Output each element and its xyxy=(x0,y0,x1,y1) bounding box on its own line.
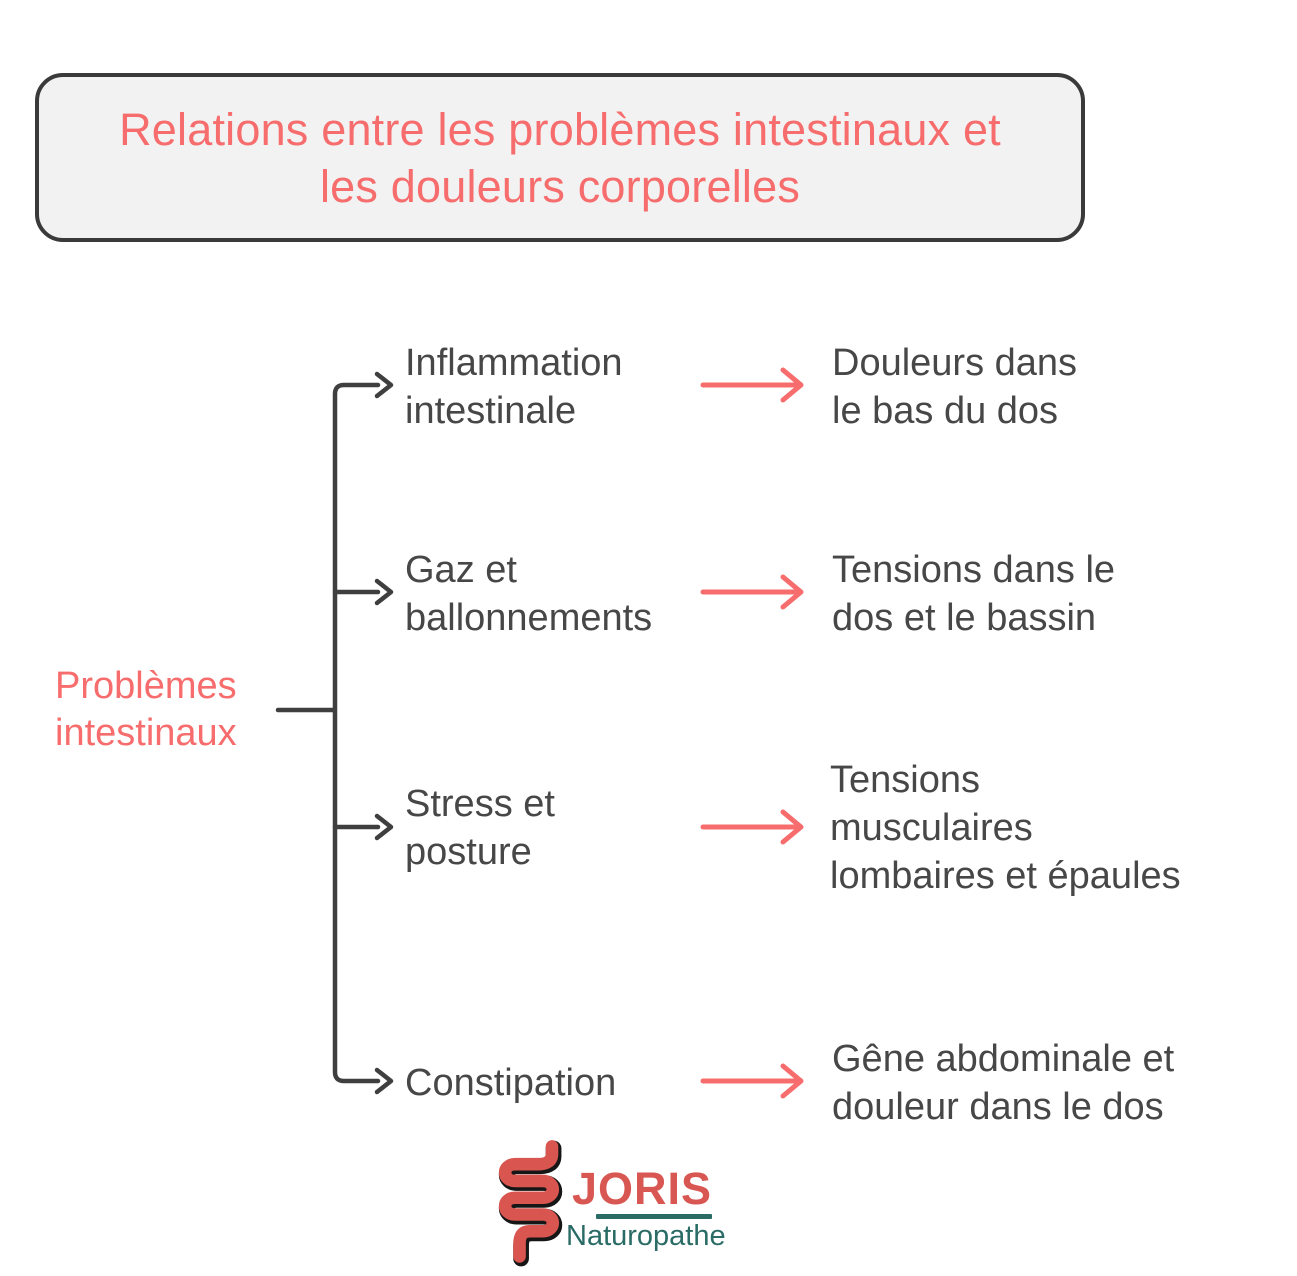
effect-label-douleurs-bas-dos: Douleurs dans le bas du dos xyxy=(832,342,1078,432)
page-title: Relations entre les problèmes intestinau… xyxy=(119,103,1001,212)
relation-arrow-icon xyxy=(780,574,804,610)
effect-label-gene-abdominale: Gêne abdominale et douleur dans le dos xyxy=(832,1038,1175,1128)
logo-brand-text: JORIS xyxy=(572,1163,713,1214)
effect-label-tensions-musculaires: Tensions musculaires lombaires et épaule… xyxy=(830,759,1181,897)
cause-label-stress: Stress et posture xyxy=(405,783,555,873)
branch-arrow-icon xyxy=(374,371,394,399)
branch-arrow-icon xyxy=(374,1067,394,1095)
effect-label-tensions-dos-bassin: Tensions dans le dos et le bassin xyxy=(832,549,1116,639)
relation-arrow-icon xyxy=(780,367,804,403)
branch-arrow-icon xyxy=(374,813,394,841)
cause-label-inflammation: Inflammation intestinale xyxy=(405,342,623,432)
root-node-label: Problèmes intestinaux xyxy=(55,665,237,754)
relation-arrow-icon xyxy=(780,809,804,845)
relation-arrow-icon xyxy=(780,1063,804,1099)
logo: JORIS Naturopathe xyxy=(488,1136,738,1276)
cause-label-gaz: Gaz et ballonnements xyxy=(405,549,653,639)
cause-label-constipation: Constipation xyxy=(405,1062,617,1104)
title-box: Relations entre les problèmes intestinau… xyxy=(35,73,1085,242)
logo-underline xyxy=(596,1214,712,1219)
tree-trunk-line xyxy=(332,382,381,1084)
logo-subtitle-text: Naturopathe xyxy=(566,1220,726,1252)
intestine-icon xyxy=(498,1140,563,1267)
branch-arrow-icon xyxy=(374,578,394,606)
